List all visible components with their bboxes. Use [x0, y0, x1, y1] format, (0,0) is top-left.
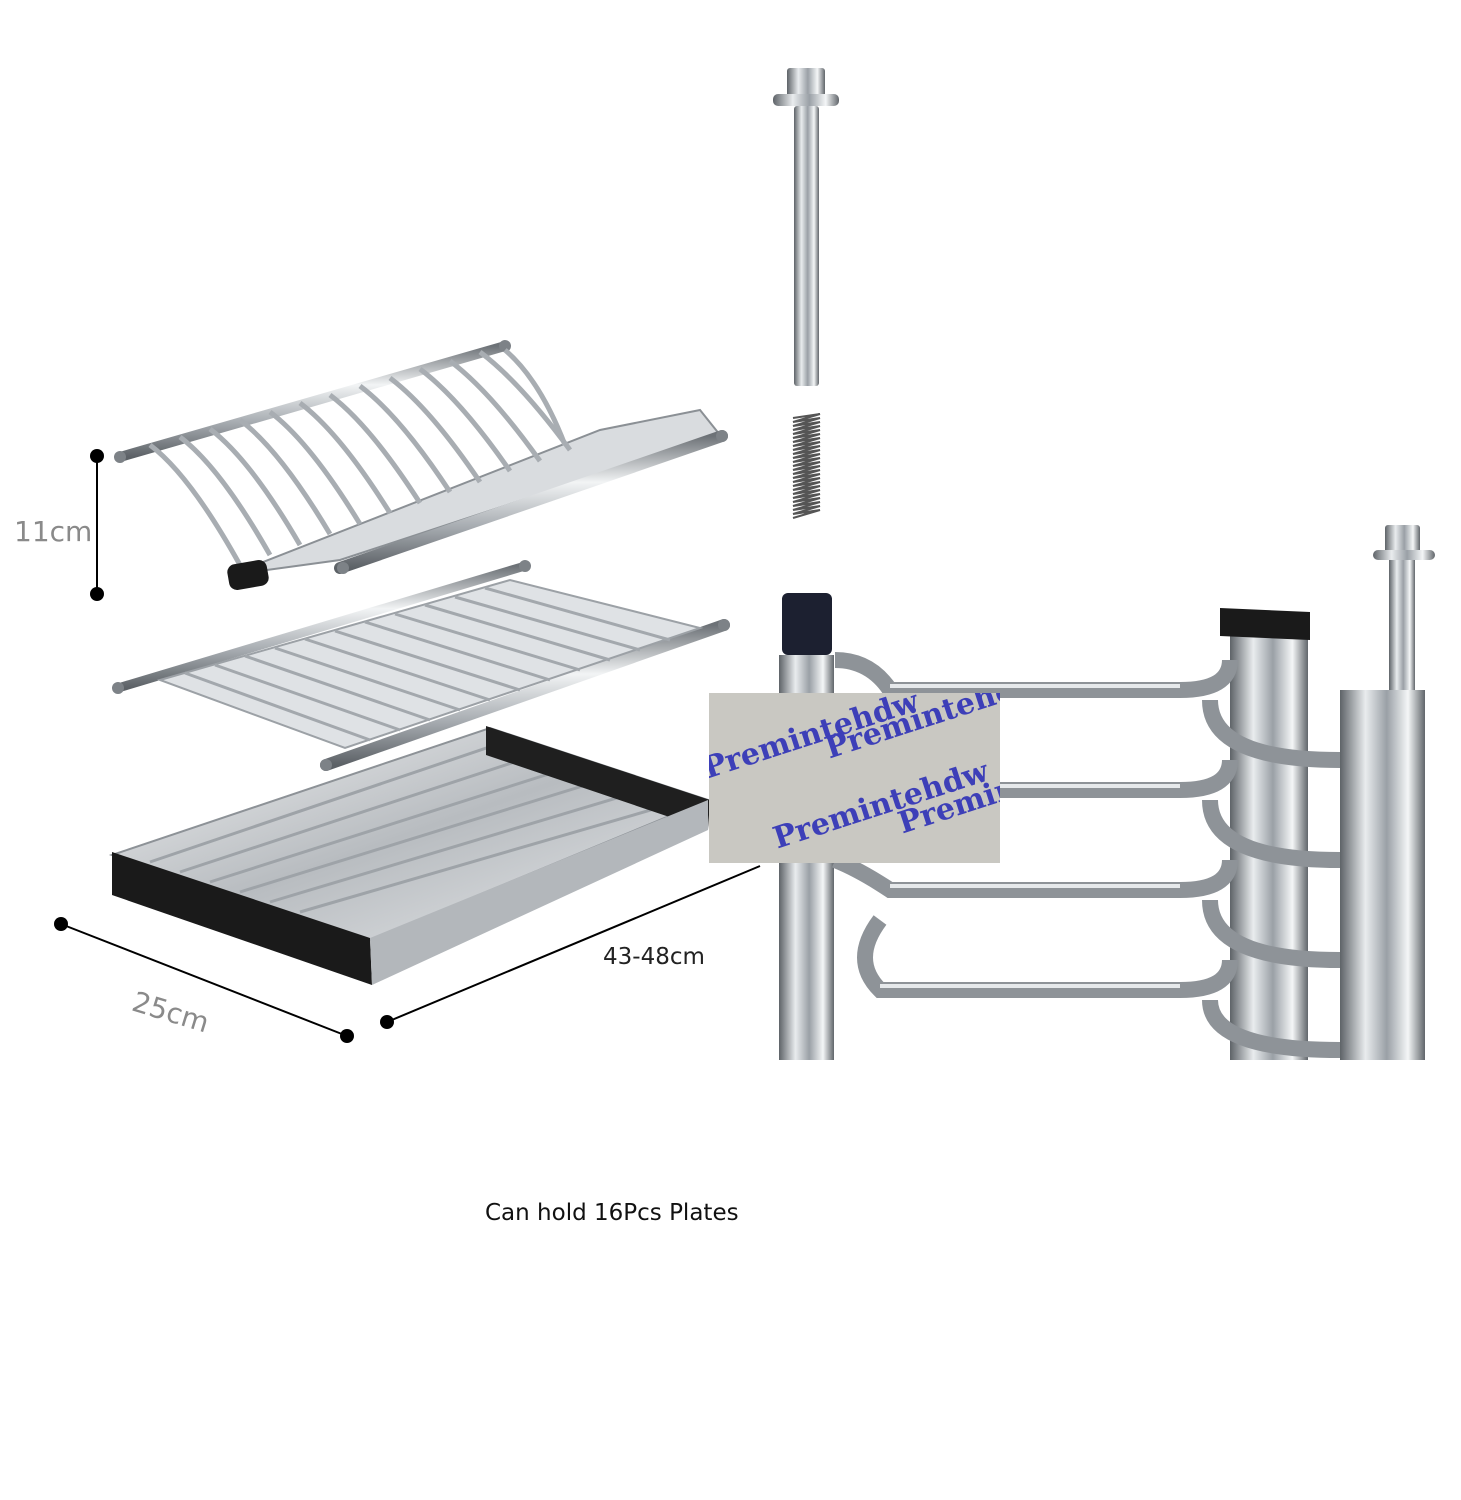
caption: Can hold 16Pcs Plates	[485, 1200, 739, 1226]
width-dimension-line	[380, 865, 761, 1029]
height-label: 11cm	[14, 515, 93, 548]
plate-rack	[114, 340, 728, 591]
spring	[792, 413, 821, 519]
cup-rack	[112, 560, 730, 771]
height-dimension-line	[90, 449, 104, 601]
bolt	[773, 68, 839, 386]
depth-dimension-line	[54, 917, 354, 1043]
width-label: 43-48cm	[603, 944, 705, 970]
watermark-patch: Premintehdw Premintehdw Premintehdw Prem…	[709, 693, 1000, 863]
drip-tray	[108, 726, 711, 985]
